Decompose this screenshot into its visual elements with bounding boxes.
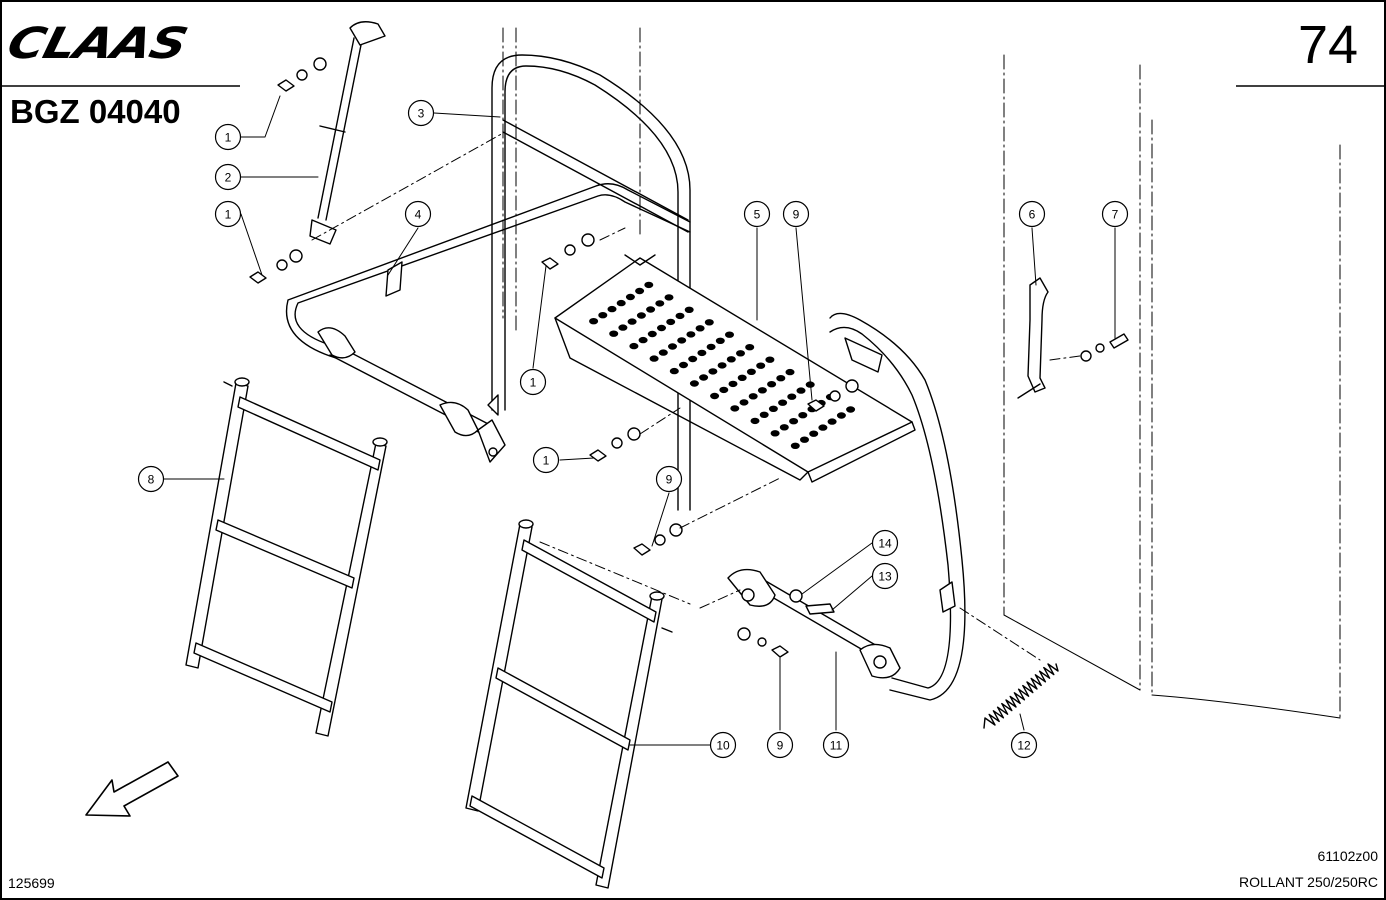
callout-label: 13 — [878, 570, 892, 584]
support-strut — [309, 21, 386, 245]
callout-circle — [743, 200, 771, 228]
handrail-frame — [487, 54, 691, 511]
ladder-left — [185, 377, 388, 737]
callout-circle — [519, 368, 547, 396]
callout-9: 9 — [655, 465, 683, 493]
callout-3: 3 — [407, 99, 435, 127]
callout-label: 2 — [225, 171, 232, 185]
callout-circle — [214, 123, 242, 151]
callout-circle — [407, 99, 435, 127]
callout-label: 5 — [754, 208, 761, 222]
callout-circle — [822, 731, 850, 759]
callout-1: 1 — [214, 123, 242, 151]
callout-circle — [1018, 200, 1046, 228]
callout-label: 9 — [777, 739, 784, 753]
callout-13: 13 — [871, 562, 899, 590]
callout-label: 11 — [830, 739, 843, 753]
callout-8: 8 — [137, 465, 165, 493]
cabinet-wall-left — [502, 27, 641, 331]
ladder-right — [465, 519, 673, 889]
callout-circle — [871, 562, 899, 590]
callout-14: 14 — [871, 529, 899, 557]
callout-1: 1 — [532, 446, 560, 474]
model-name: ROLLANT 250/250RC — [1238, 874, 1378, 890]
drawing-id: 125699 — [8, 875, 55, 891]
callout-label: 1 — [543, 454, 550, 468]
callout-label: 9 — [793, 208, 800, 222]
callout-1: 1 — [519, 368, 547, 396]
callout-9: 9 — [766, 731, 794, 759]
callout-circle — [1010, 731, 1038, 759]
callout-circle — [214, 163, 242, 191]
brand-logo: CLAAS — [2, 18, 192, 69]
callout-label: 1 — [530, 376, 537, 390]
platform-holes — [589, 281, 856, 449]
callout-6: 6 — [1018, 200, 1046, 228]
callout-circle — [137, 465, 165, 493]
callout-circle — [404, 200, 432, 228]
callout-5: 5 — [743, 200, 771, 228]
tension-spring — [983, 663, 1059, 729]
platform — [554, 254, 916, 483]
side-rail — [285, 183, 691, 463]
callout-label: 4 — [415, 208, 422, 222]
callout-label: 8 — [148, 473, 155, 487]
reference-code: 61102z00 — [1317, 848, 1378, 864]
callout-circle — [1101, 200, 1129, 228]
cabinet-wall-right — [1003, 54, 1341, 721]
direction-arrow-icon — [85, 761, 179, 817]
callout-circle — [214, 200, 242, 228]
document-code: BGZ 04040 — [10, 93, 181, 130]
callout-label: 12 — [1017, 739, 1031, 753]
callout-circle — [709, 731, 737, 759]
fasteners — [249, 57, 1129, 658]
callout-label: 7 — [1112, 208, 1119, 222]
assembly-lines — [311, 131, 1081, 661]
callout-12: 12 — [1010, 731, 1038, 759]
hinge-shaft — [727, 568, 901, 679]
callout-label: 14 — [878, 537, 892, 551]
right-rail — [829, 312, 966, 701]
callout-label: 1 — [225, 131, 232, 145]
callout-circle — [532, 446, 560, 474]
callout-label: 9 — [666, 473, 673, 487]
cabinet-bottom-edge — [1003, 614, 1341, 719]
callout-circle — [871, 529, 899, 557]
page-number: 74 — [1298, 15, 1359, 75]
callout-1: 1 — [214, 200, 242, 228]
leader-lines — [163, 95, 1116, 746]
callout-label: 1 — [225, 208, 232, 222]
callout-label: 10 — [716, 739, 730, 753]
callout-10: 10 — [709, 731, 737, 759]
callout-circle — [782, 200, 810, 228]
handle — [1017, 277, 1049, 399]
callout-circle — [766, 731, 794, 759]
callout-circle — [655, 465, 683, 493]
callout-11: 11 — [822, 731, 850, 759]
callout-9: 9 — [782, 200, 810, 228]
callout-7: 7 — [1101, 200, 1129, 228]
callout-2: 2 — [214, 163, 242, 191]
callout-label: 6 — [1029, 208, 1036, 222]
callout-label: 3 — [418, 107, 425, 121]
callout-4: 4 — [404, 200, 432, 228]
